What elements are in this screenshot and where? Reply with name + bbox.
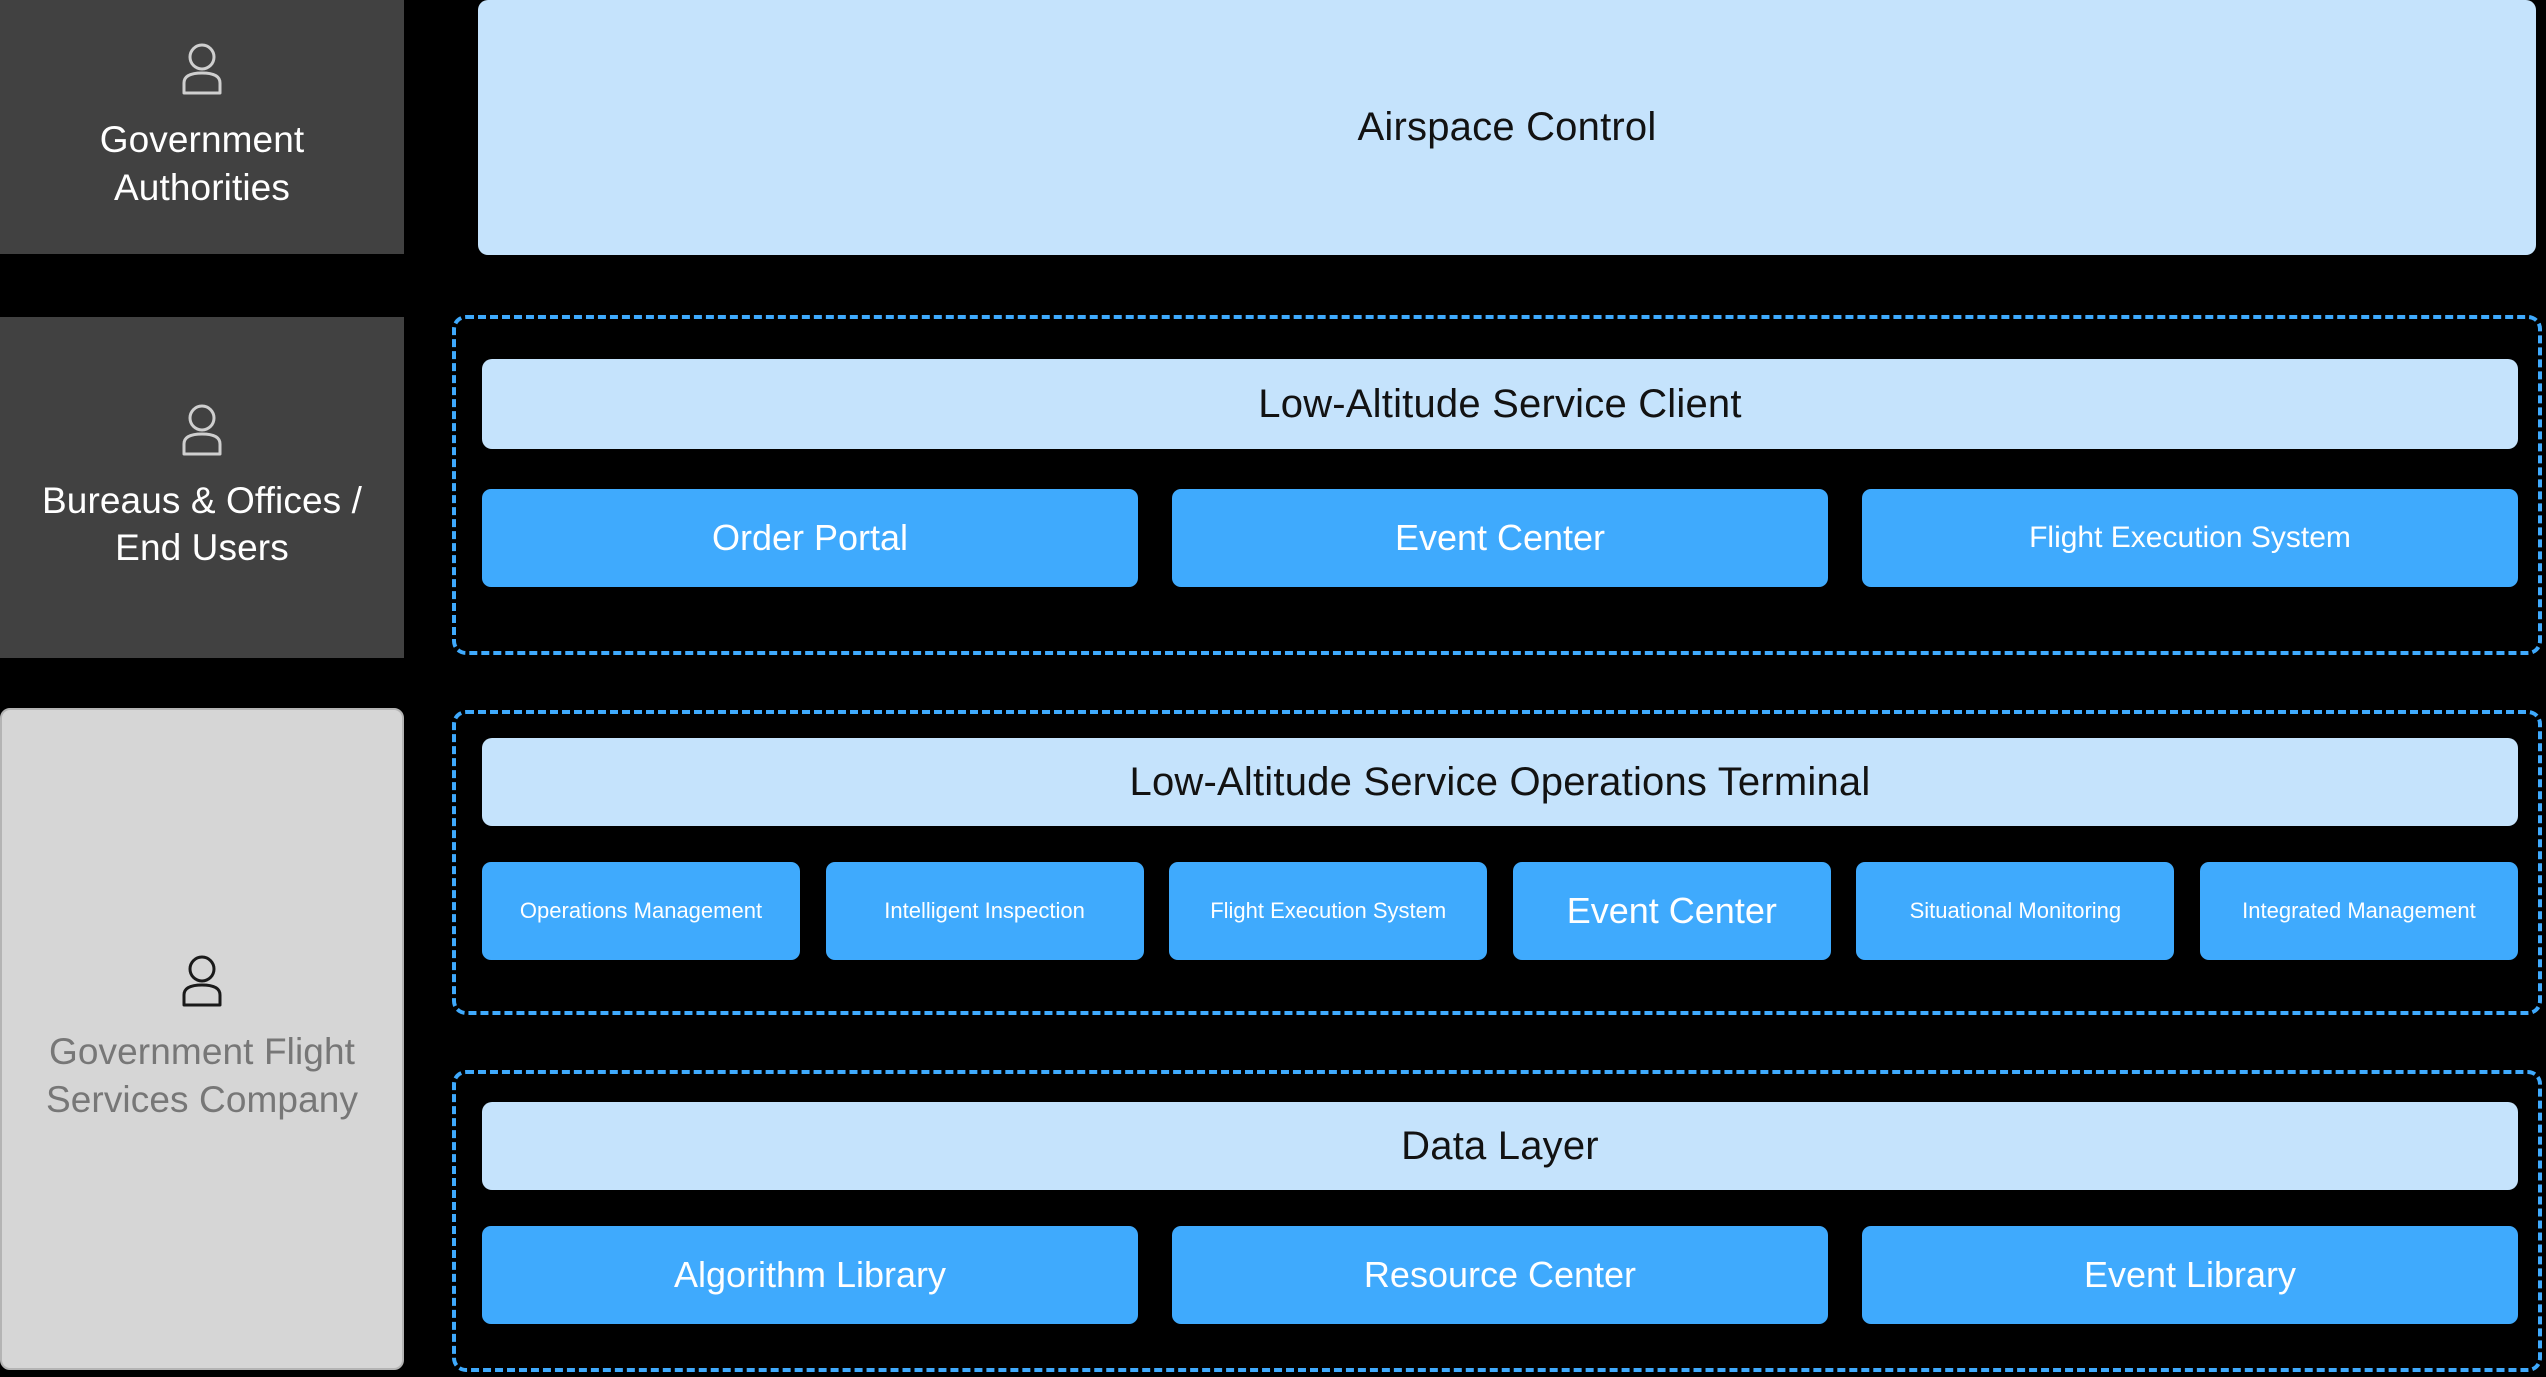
chip-label: Operations Management	[519, 898, 763, 923]
chip-row-operations-terminal: Operations Management Intelligent Inspec…	[482, 862, 2518, 960]
header-title: Low-Altitude Service Client	[1258, 381, 1742, 426]
person-icon	[178, 955, 226, 1012]
chip-label: Situational Monitoring	[1909, 898, 2122, 923]
chip-intelligent-inspection[interactable]: Intelligent Inspection	[825, 862, 1144, 960]
chip-label: Order Portal	[711, 517, 909, 558]
actor-government-flight-services-company: Government Flight Services Company	[0, 708, 404, 1370]
group-low-altitude-service-operations-terminal: Low-Altitude Service Operations Terminal…	[452, 710, 2542, 1015]
chip-label: Algorithm Library	[673, 1254, 947, 1295]
chip-resource-center[interactable]: Resource Center	[1172, 1226, 1828, 1324]
group-low-altitude-service-client: Low-Altitude Service Client Order Portal…	[452, 315, 2542, 655]
chip-operations-management[interactable]: Operations Management	[482, 862, 800, 960]
chip-integrated-management[interactable]: Integrated Management	[2199, 862, 2518, 960]
chip-label: Flight Execution System	[2029, 521, 2351, 554]
chip-row-data-layer: Algorithm Library Resource Center Event …	[482, 1226, 2518, 1324]
chip-event-library[interactable]: Event Library	[1862, 1226, 2518, 1324]
chip-algorithm-library[interactable]: Algorithm Library	[482, 1226, 1138, 1324]
actor-government-authorities: Government Authorities	[0, 0, 404, 254]
actor-label: Bureaus & Offices / End Users	[42, 479, 362, 568]
chip-label: Event Library	[2083, 1254, 2297, 1295]
actor-label: Government Flight Services Company	[45, 1031, 359, 1120]
panel-airspace-control[interactable]: Airspace Control	[478, 0, 2536, 255]
actor-bureaus-end-users: Bureaus & Offices / End Users	[0, 317, 404, 658]
header-title: Low-Altitude Service Operations Terminal	[1129, 759, 1871, 804]
header-low-altitude-service-client[interactable]: Low-Altitude Service Client	[482, 359, 2518, 449]
chip-label: Resource Center	[1363, 1254, 1637, 1295]
group-data-layer: Data Layer Algorithm Library Resource Ce…	[452, 1070, 2542, 1372]
chip-situational-monitoring[interactable]: Situational Monitoring	[1856, 862, 2175, 960]
chip-label: Event Center	[1566, 890, 1777, 931]
header-data-layer[interactable]: Data Layer	[482, 1102, 2518, 1190]
chip-label: Flight Execution System	[1210, 898, 1447, 923]
chip-label: Event Center	[1394, 517, 1606, 558]
header-low-altitude-service-operations-terminal[interactable]: Low-Altitude Service Operations Terminal	[482, 738, 2518, 826]
chip-event-center[interactable]: Event Center	[1512, 862, 1831, 960]
chip-event-center[interactable]: Event Center	[1172, 489, 1828, 587]
chip-label: Intelligent Inspection	[884, 898, 1085, 923]
actor-label: Government Authorities	[99, 119, 305, 208]
chip-order-portal[interactable]: Order Portal	[482, 489, 1138, 587]
chip-label: Integrated Management	[2242, 898, 2476, 923]
person-icon	[178, 404, 226, 461]
chip-flight-execution-system[interactable]: Flight Execution System	[1862, 489, 2518, 587]
person-icon	[178, 43, 226, 100]
chip-row-service-client: Order Portal Event Center Flight Executi…	[482, 489, 2518, 587]
chip-flight-execution-system[interactable]: Flight Execution System	[1169, 862, 1488, 960]
panel-title: Airspace Control	[1357, 105, 1657, 149]
header-title: Data Layer	[1401, 1123, 1599, 1168]
